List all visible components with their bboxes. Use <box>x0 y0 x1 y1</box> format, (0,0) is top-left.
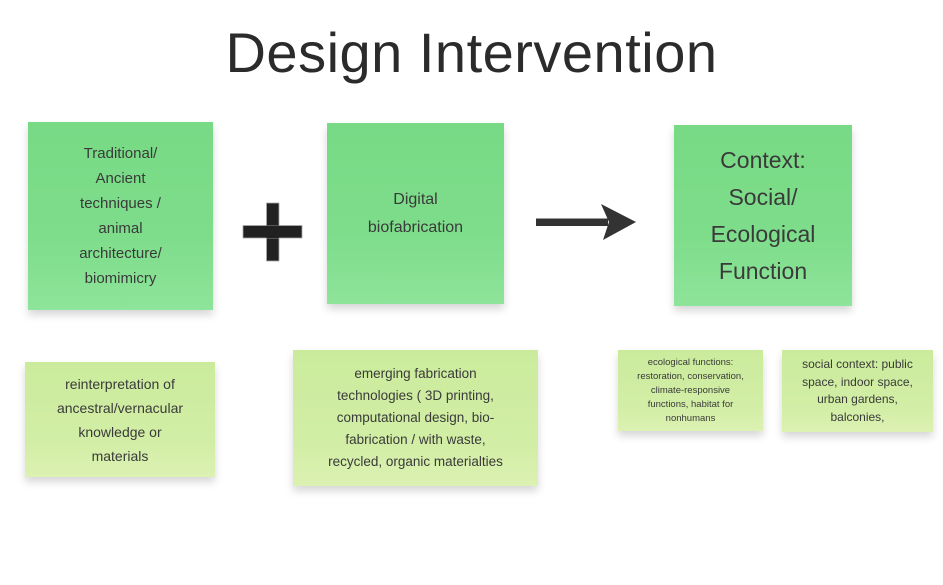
note-social-context-text: social context: public space, indoor spa… <box>802 357 913 424</box>
note-digital-biofabrication: Digital biofabrication <box>327 123 504 304</box>
note-traditional-techniques-text: Traditional/ Ancient techniques / animal… <box>79 145 162 287</box>
note-ecological-functions: ecological functions: restoration, conse… <box>618 350 763 431</box>
plus-icon <box>242 201 303 263</box>
note-emerging-fabrication-text: emerging fabrication technologies ( 3D p… <box>328 366 503 469</box>
note-context-function-text: Context: Social/ Ecological Function <box>710 146 816 284</box>
note-reinterpretation: reinterpretation of ancestral/vernacular… <box>25 362 215 477</box>
page-title: Design Intervention <box>225 21 718 84</box>
note-digital-biofabrication-text: Digital biofabrication <box>367 190 464 236</box>
note-emerging-fabrication: emerging fabrication technologies ( 3D p… <box>293 350 538 486</box>
note-ecological-functions-text: ecological functions: restoration, conse… <box>637 356 744 424</box>
arrow-right-icon <box>535 201 637 243</box>
note-context-function: Context: Social/ Ecological Function <box>674 125 852 306</box>
note-social-context: social context: public space, indoor spa… <box>782 350 933 432</box>
note-reinterpretation-text: reinterpretation of ancestral/vernacular… <box>56 375 184 464</box>
note-traditional-techniques: Traditional/ Ancient techniques / animal… <box>28 122 213 310</box>
